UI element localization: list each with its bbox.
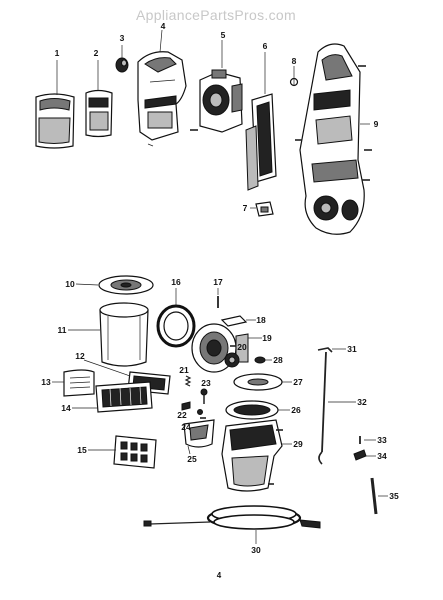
part-28-fitting[interactable] (254, 356, 266, 364)
part-15-hepa-cartridge[interactable] (113, 435, 157, 469)
callout-13: 13 (41, 377, 51, 387)
callout-10: 10 (65, 279, 75, 289)
part-10-lid-disc[interactable] (98, 275, 154, 295)
callout-35: 35 (389, 491, 399, 501)
part-14-pleated-filter[interactable] (95, 381, 153, 413)
part-1-cover-panel[interactable] (35, 93, 75, 149)
part-5-motor-assembly[interactable] (199, 69, 243, 133)
part-20-cap[interactable] (224, 352, 240, 368)
callout-8: 8 (292, 56, 297, 66)
callout-21: 21 (179, 365, 189, 375)
callout-22: 22 (177, 410, 187, 420)
part-3-knob[interactable] (115, 57, 129, 73)
part-8-screw[interactable] (289, 77, 299, 87)
part-34-clip[interactable] (353, 449, 367, 461)
part-2-filter-door[interactable] (85, 89, 113, 138)
part-4-dirt-cup-housing[interactable] (137, 51, 187, 141)
part-6-filter-frame[interactable] (245, 93, 277, 191)
screw-icons-upper (190, 65, 372, 181)
part-16-ring-gasket[interactable] (156, 304, 196, 348)
callout-30: 30 (251, 545, 261, 555)
callout-31: 31 (347, 344, 357, 354)
callout-16: 16 (171, 277, 181, 287)
callout-5: 5 (221, 30, 226, 40)
page-number: 4 (217, 571, 222, 580)
callout-17: 17 (213, 277, 223, 287)
callout-20: 20 (237, 342, 247, 352)
callout-33: 33 (377, 435, 387, 445)
callout-27: 27 (293, 377, 303, 387)
part-35-rod[interactable] (370, 477, 378, 515)
callout-6: 6 (263, 41, 268, 51)
part-24-screw[interactable] (197, 409, 203, 415)
watermark: AppliancePartsPros.com (136, 7, 296, 23)
callout-1: 1 (55, 48, 60, 58)
callout-9: 9 (374, 119, 379, 129)
part-19-fan-housing[interactable] (191, 323, 249, 373)
part-31-hook[interactable] (317, 347, 333, 353)
part-23-bolt[interactable] (200, 388, 208, 404)
callout-25: 25 (187, 454, 197, 464)
callout-29: 29 (293, 439, 303, 449)
callout-14: 14 (61, 403, 71, 413)
part-27-fan-disc[interactable] (233, 373, 283, 391)
callout-7: 7 (243, 203, 248, 213)
callout-23: 23 (201, 378, 211, 388)
callout-32: 32 (357, 397, 367, 407)
callout-28: 28 (273, 355, 283, 365)
part-22-clip[interactable] (181, 401, 191, 411)
callout-12: 12 (75, 351, 85, 361)
screw-icons-lower (200, 345, 283, 485)
part-26-filter-plate[interactable] (225, 400, 279, 420)
part-18-label[interactable] (220, 315, 248, 327)
callout-24: 24 (181, 422, 191, 432)
part-13-grille-cover[interactable] (63, 369, 95, 397)
callout-19: 19 (262, 333, 272, 343)
part-11-filter-cylinder[interactable] (99, 302, 149, 367)
callout-2: 2 (94, 48, 99, 58)
part-7-pad[interactable] (255, 201, 274, 217)
part-29-base-housing[interactable] (221, 419, 283, 492)
callout-26: 26 (291, 405, 301, 415)
part-9-main-body[interactable] (299, 43, 365, 235)
callout-3: 3 (120, 33, 125, 43)
part-25-deflector[interactable] (183, 419, 215, 448)
callout-15: 15 (77, 445, 87, 455)
part-32-wand-rod[interactable] (318, 351, 327, 465)
callout-4: 4 (161, 21, 166, 31)
part-30-power-cord[interactable] (143, 505, 321, 530)
callout-18: 18 (256, 315, 266, 325)
part-21-spring[interactable] (184, 375, 192, 387)
callout-34: 34 (377, 451, 387, 461)
callout-11: 11 (58, 325, 67, 335)
